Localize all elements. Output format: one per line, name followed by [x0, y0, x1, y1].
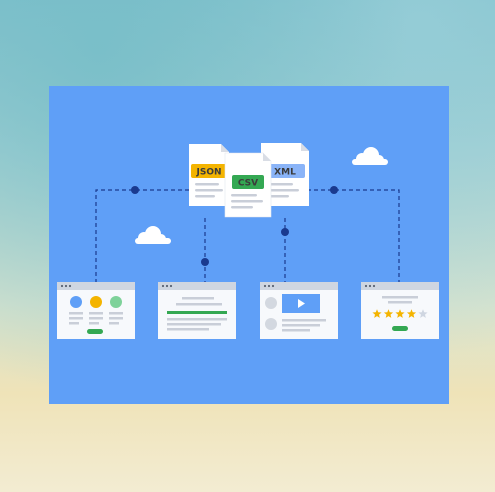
connector-dot	[281, 228, 289, 236]
connector-dots	[131, 186, 338, 266]
star-icon	[372, 309, 382, 318]
app-window-rating	[361, 282, 439, 339]
csv-label: CSV	[238, 179, 258, 189]
app-window-text	[158, 282, 236, 339]
cloud-icon	[352, 147, 388, 165]
csv-file-icon: CSV	[224, 152, 272, 218]
avatar	[265, 318, 277, 330]
app-window-video	[260, 282, 338, 339]
play-icon	[298, 299, 305, 308]
cloud-icon	[135, 226, 171, 244]
diagram-panel: JSON XML CSV	[49, 86, 449, 404]
avatar	[70, 296, 82, 308]
data-distribution-diagram: JSON XML CSV	[57, 143, 439, 339]
star-rating	[372, 309, 428, 318]
xml-file-icon: XML	[261, 143, 309, 206]
avatar	[90, 296, 102, 308]
star-icon	[406, 309, 417, 318]
json-label: JSON	[195, 168, 221, 178]
star-icon	[383, 309, 394, 318]
connector-dot	[201, 258, 209, 266]
connector-dot	[131, 186, 139, 194]
avatar	[110, 296, 122, 308]
action-pill	[392, 326, 408, 331]
xml-label: XML	[274, 168, 296, 178]
connector-right	[307, 189, 400, 282]
star-icon	[395, 309, 405, 318]
connector-dot	[330, 186, 338, 194]
star-icon	[418, 309, 428, 318]
connector-left	[95, 189, 189, 282]
app-window-profiles	[57, 282, 135, 339]
action-pill	[87, 329, 103, 334]
json-file-icon: JSON	[189, 144, 229, 206]
avatar	[265, 297, 277, 309]
